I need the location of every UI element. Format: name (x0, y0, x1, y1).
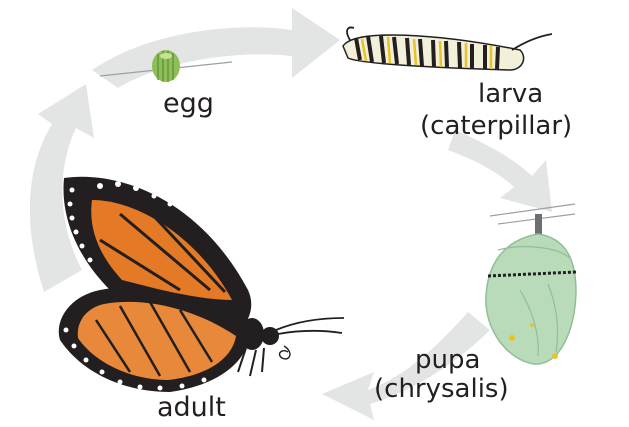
larva-sublabel: (caterpillar) (420, 113, 572, 139)
arrow-larva-to-pupa (448, 130, 552, 212)
larva-illustration (343, 28, 552, 71)
larva-label: larva (478, 81, 543, 107)
adult-illustration (59, 177, 344, 392)
adult-label: adult (157, 394, 226, 421)
arrow-egg-to-larva (92, 8, 340, 88)
pupa-label: pupa (415, 347, 480, 373)
egg-label: egg (163, 90, 214, 117)
pupa-sublabel: (chrysalis) (374, 376, 509, 402)
pupa-illustration (486, 204, 576, 364)
